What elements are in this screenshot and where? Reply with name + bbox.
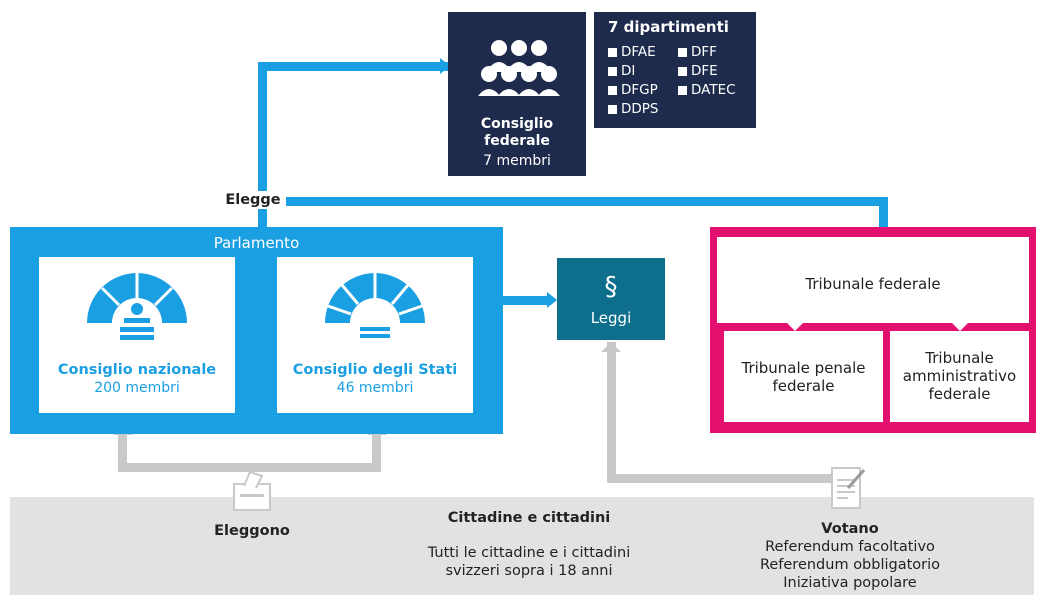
connector-elect-left <box>118 432 127 472</box>
council-members: 7 membri <box>483 153 551 169</box>
vote-item: Referendum obbligatorio <box>759 557 941 573</box>
department-item: DI <box>608 63 635 79</box>
council-of-states-name: Consiglio degli Stati <box>292 362 458 378</box>
national-council-name: Consiglio nazionale <box>57 362 217 378</box>
laws-label: Leggi <box>590 309 632 327</box>
department-item: DFF <box>678 44 717 60</box>
council-of-states-members: 46 membri <box>336 380 414 396</box>
federal-administrative-tribunal-panel: Tribunale amministrativo federale <box>890 331 1029 422</box>
elects-label: Elegge <box>222 191 284 209</box>
notch-right <box>952 323 968 331</box>
people-group-icon <box>478 40 560 96</box>
connector-to-council-horizontal <box>258 62 448 71</box>
citizens-title: Cittadine e cittadini <box>447 510 611 526</box>
citizens-desc-line1: Tutti le cittadine e i cittadini <box>427 545 631 561</box>
arrow-up-laws <box>601 342 621 352</box>
ballot-box-icon <box>233 470 271 511</box>
laws-box: § Leggi <box>557 258 665 340</box>
penal-tribunal-line1: Tribunale penale <box>741 359 866 377</box>
departments-box: 7 dipartimenti DFAE DFF DI DFE DFGP DATE… <box>594 12 756 128</box>
connector-vote-horizontal <box>607 474 835 483</box>
federal-council-box: Consiglio federale 7 membri <box>448 12 586 176</box>
department-item: DDPS <box>608 101 659 117</box>
council-title: Consiglio federale <box>480 116 554 149</box>
connector-elect-right <box>372 432 381 472</box>
federal-tribunal-label: Tribunale federale <box>805 275 941 293</box>
connector-to-courts-horizontal <box>286 197 888 206</box>
department-item: DATEC <box>678 82 736 98</box>
connector-to-council-vertical <box>258 62 267 227</box>
admin-tribunal-line1: Tribunale <box>925 349 994 367</box>
hemicycle-icon <box>87 273 187 340</box>
national-council-panel: Consiglio nazionale 200 membri <box>39 257 235 413</box>
parliament-title: Parlamento <box>213 234 300 252</box>
section-sign-icon: § <box>604 272 618 302</box>
department-item: DFE <box>678 63 718 79</box>
admin-tribunal-line3: federale <box>928 385 991 403</box>
laws-arrow-head <box>547 292 557 308</box>
council-of-states-panel: Consiglio degli Stati 46 membri <box>277 257 473 413</box>
connector-to-courts-vertical <box>879 197 888 227</box>
vote-item: Iniziativa popolare <box>783 575 917 591</box>
elect-label: Eleggono <box>214 523 290 539</box>
national-council-members: 200 membri <box>94 380 180 396</box>
connector-vote-vertical <box>607 342 616 483</box>
connector-elect-horizontal <box>118 463 381 472</box>
department-item: DFGP <box>608 82 658 98</box>
notch-left <box>787 323 803 331</box>
admin-tribunal-line2: amministrativo <box>902 367 1017 385</box>
departments-heading: 7 dipartimenti <box>608 18 729 36</box>
document-pen-icon <box>831 467 866 509</box>
citizens-band <box>10 497 1034 595</box>
hemicycle-icon <box>325 273 425 338</box>
vote-item: Referendum facoltativo <box>765 539 935 555</box>
penal-tribunal-line2: federale <box>772 377 835 395</box>
council-arrow-head <box>440 58 450 74</box>
parliament-box: Parlamento Consiglio nazionale 200 membr… <box>10 227 503 434</box>
federal-tribunal-panel: Tribunale federale <box>717 237 1029 323</box>
citizens-desc-line2: svizzeri sopra i 18 anni <box>445 563 613 579</box>
federal-penal-tribunal-panel: Tribunale penale federale <box>724 331 883 422</box>
connector-to-laws <box>503 296 549 305</box>
vote-label: Votano <box>821 521 879 537</box>
department-item: DFAE <box>608 44 656 60</box>
